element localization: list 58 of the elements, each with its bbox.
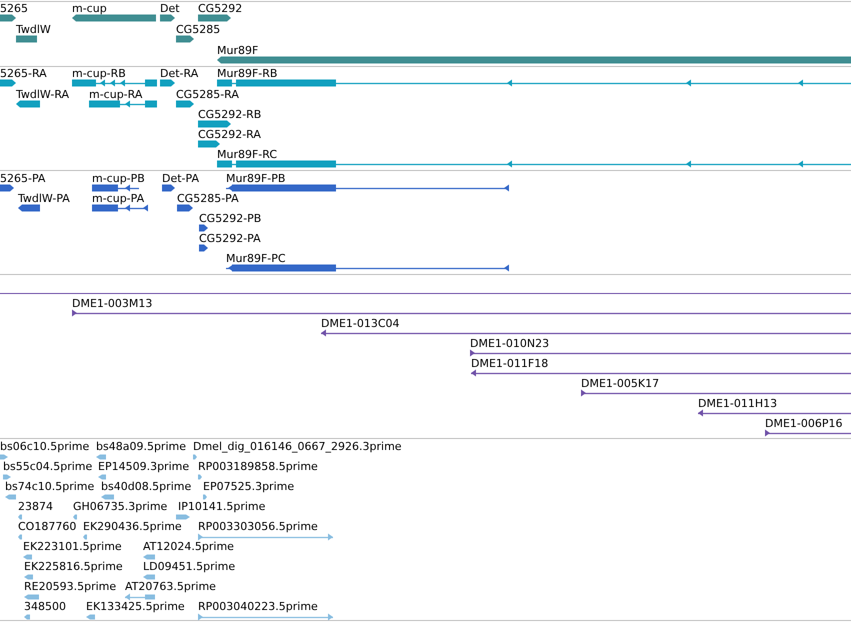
feature-label: CG5292-PA — [199, 232, 261, 245]
feature-label: CG5292-PB — [199, 212, 262, 225]
feature-label: AT20763.5prime — [125, 580, 216, 593]
feature-label: m-cup-PA — [92, 192, 144, 205]
feature-label: DME1-005K17 — [581, 377, 660, 390]
feature-label: TwdlW — [16, 23, 51, 36]
feature-label: CG5292 — [198, 2, 242, 15]
feature-label: bs06c10.5prime — [0, 440, 90, 453]
feature-label: CG5292-RB — [198, 108, 262, 121]
feature-label: m-cup — [72, 2, 107, 15]
feature-label: CG5285-RA — [176, 88, 239, 101]
feature-label: Dmel_dig_016146_0667_2926.3prime — [193, 440, 402, 453]
feature-label: Mur89F-PC — [226, 252, 286, 265]
feature-label: RP003303056.5prime — [198, 520, 318, 533]
feature-label: LD09451.5prime — [143, 560, 236, 573]
feature-label: Mur89F-RC — [217, 148, 278, 161]
feature-label: EK290436.5prime — [83, 520, 182, 533]
feature-label: DME1-003M13 — [72, 297, 152, 310]
feature-label: TwdlW-PA — [18, 192, 70, 205]
feature-label: m-cup-RB — [72, 67, 126, 80]
feature-label: Det — [160, 2, 180, 15]
feature-label: 5265-RA — [0, 67, 47, 80]
feature-label: bs48a09.5prime — [96, 440, 186, 453]
feature-label: 5265 — [0, 2, 28, 15]
feature-label: m-cup-RA — [89, 88, 142, 101]
feature-label: Mur89F-RB — [217, 67, 278, 80]
feature-label: EK133425.5prime — [86, 600, 185, 613]
feature-label: 5265-PA — [0, 172, 46, 185]
feature-label: DME1-011F18 — [471, 357, 548, 370]
feature-label: CG5292-RA — [198, 128, 261, 141]
feature-label: EP14509.3prime — [98, 460, 190, 473]
feature-label: CO187760 — [18, 520, 76, 533]
feature-label: DME1-013C04 — [321, 317, 400, 330]
feature-label: Det-RA — [160, 67, 198, 80]
feature-label: TwdlW-RA — [16, 88, 70, 101]
feature-label: CG5285 — [176, 23, 220, 36]
feature-label: EK223101.5prime — [23, 540, 122, 553]
feature-label: Mur89F-PB — [226, 172, 286, 185]
feature-label: RE20593.5prime — [24, 580, 116, 593]
feature-label: RP003189858.5prime — [198, 460, 318, 473]
feature-label: IP10141.5prime — [178, 500, 266, 513]
feature-label: AT12024.5prime — [143, 540, 234, 553]
feature-label: m-cup-PB — [92, 172, 145, 185]
feature-label: bs40d08.5prime — [101, 480, 192, 493]
feature-label: CG5285-PA — [177, 192, 239, 205]
feature-label: 23874 — [18, 500, 53, 513]
feature-label: DME1-011H13 — [698, 397, 778, 410]
feature-label: bs55c04.5prime — [3, 460, 92, 473]
feature-label: DME1-006P16 — [765, 417, 843, 430]
feature-label: RP003040223.5prime — [198, 600, 318, 613]
feature-label: bs74c10.5prime — [5, 480, 94, 493]
feature-label: 348500 — [24, 600, 66, 613]
feature-label: GH06735.3prime — [73, 500, 168, 513]
feature-label: EP07525.3prime — [203, 480, 294, 493]
feature-label: DME1-010N23 — [470, 337, 550, 350]
feature-label: Mur89F — [217, 44, 258, 57]
feature-label: EK225816.5prime — [24, 560, 123, 573]
feature-label: Det-PA — [162, 172, 199, 185]
